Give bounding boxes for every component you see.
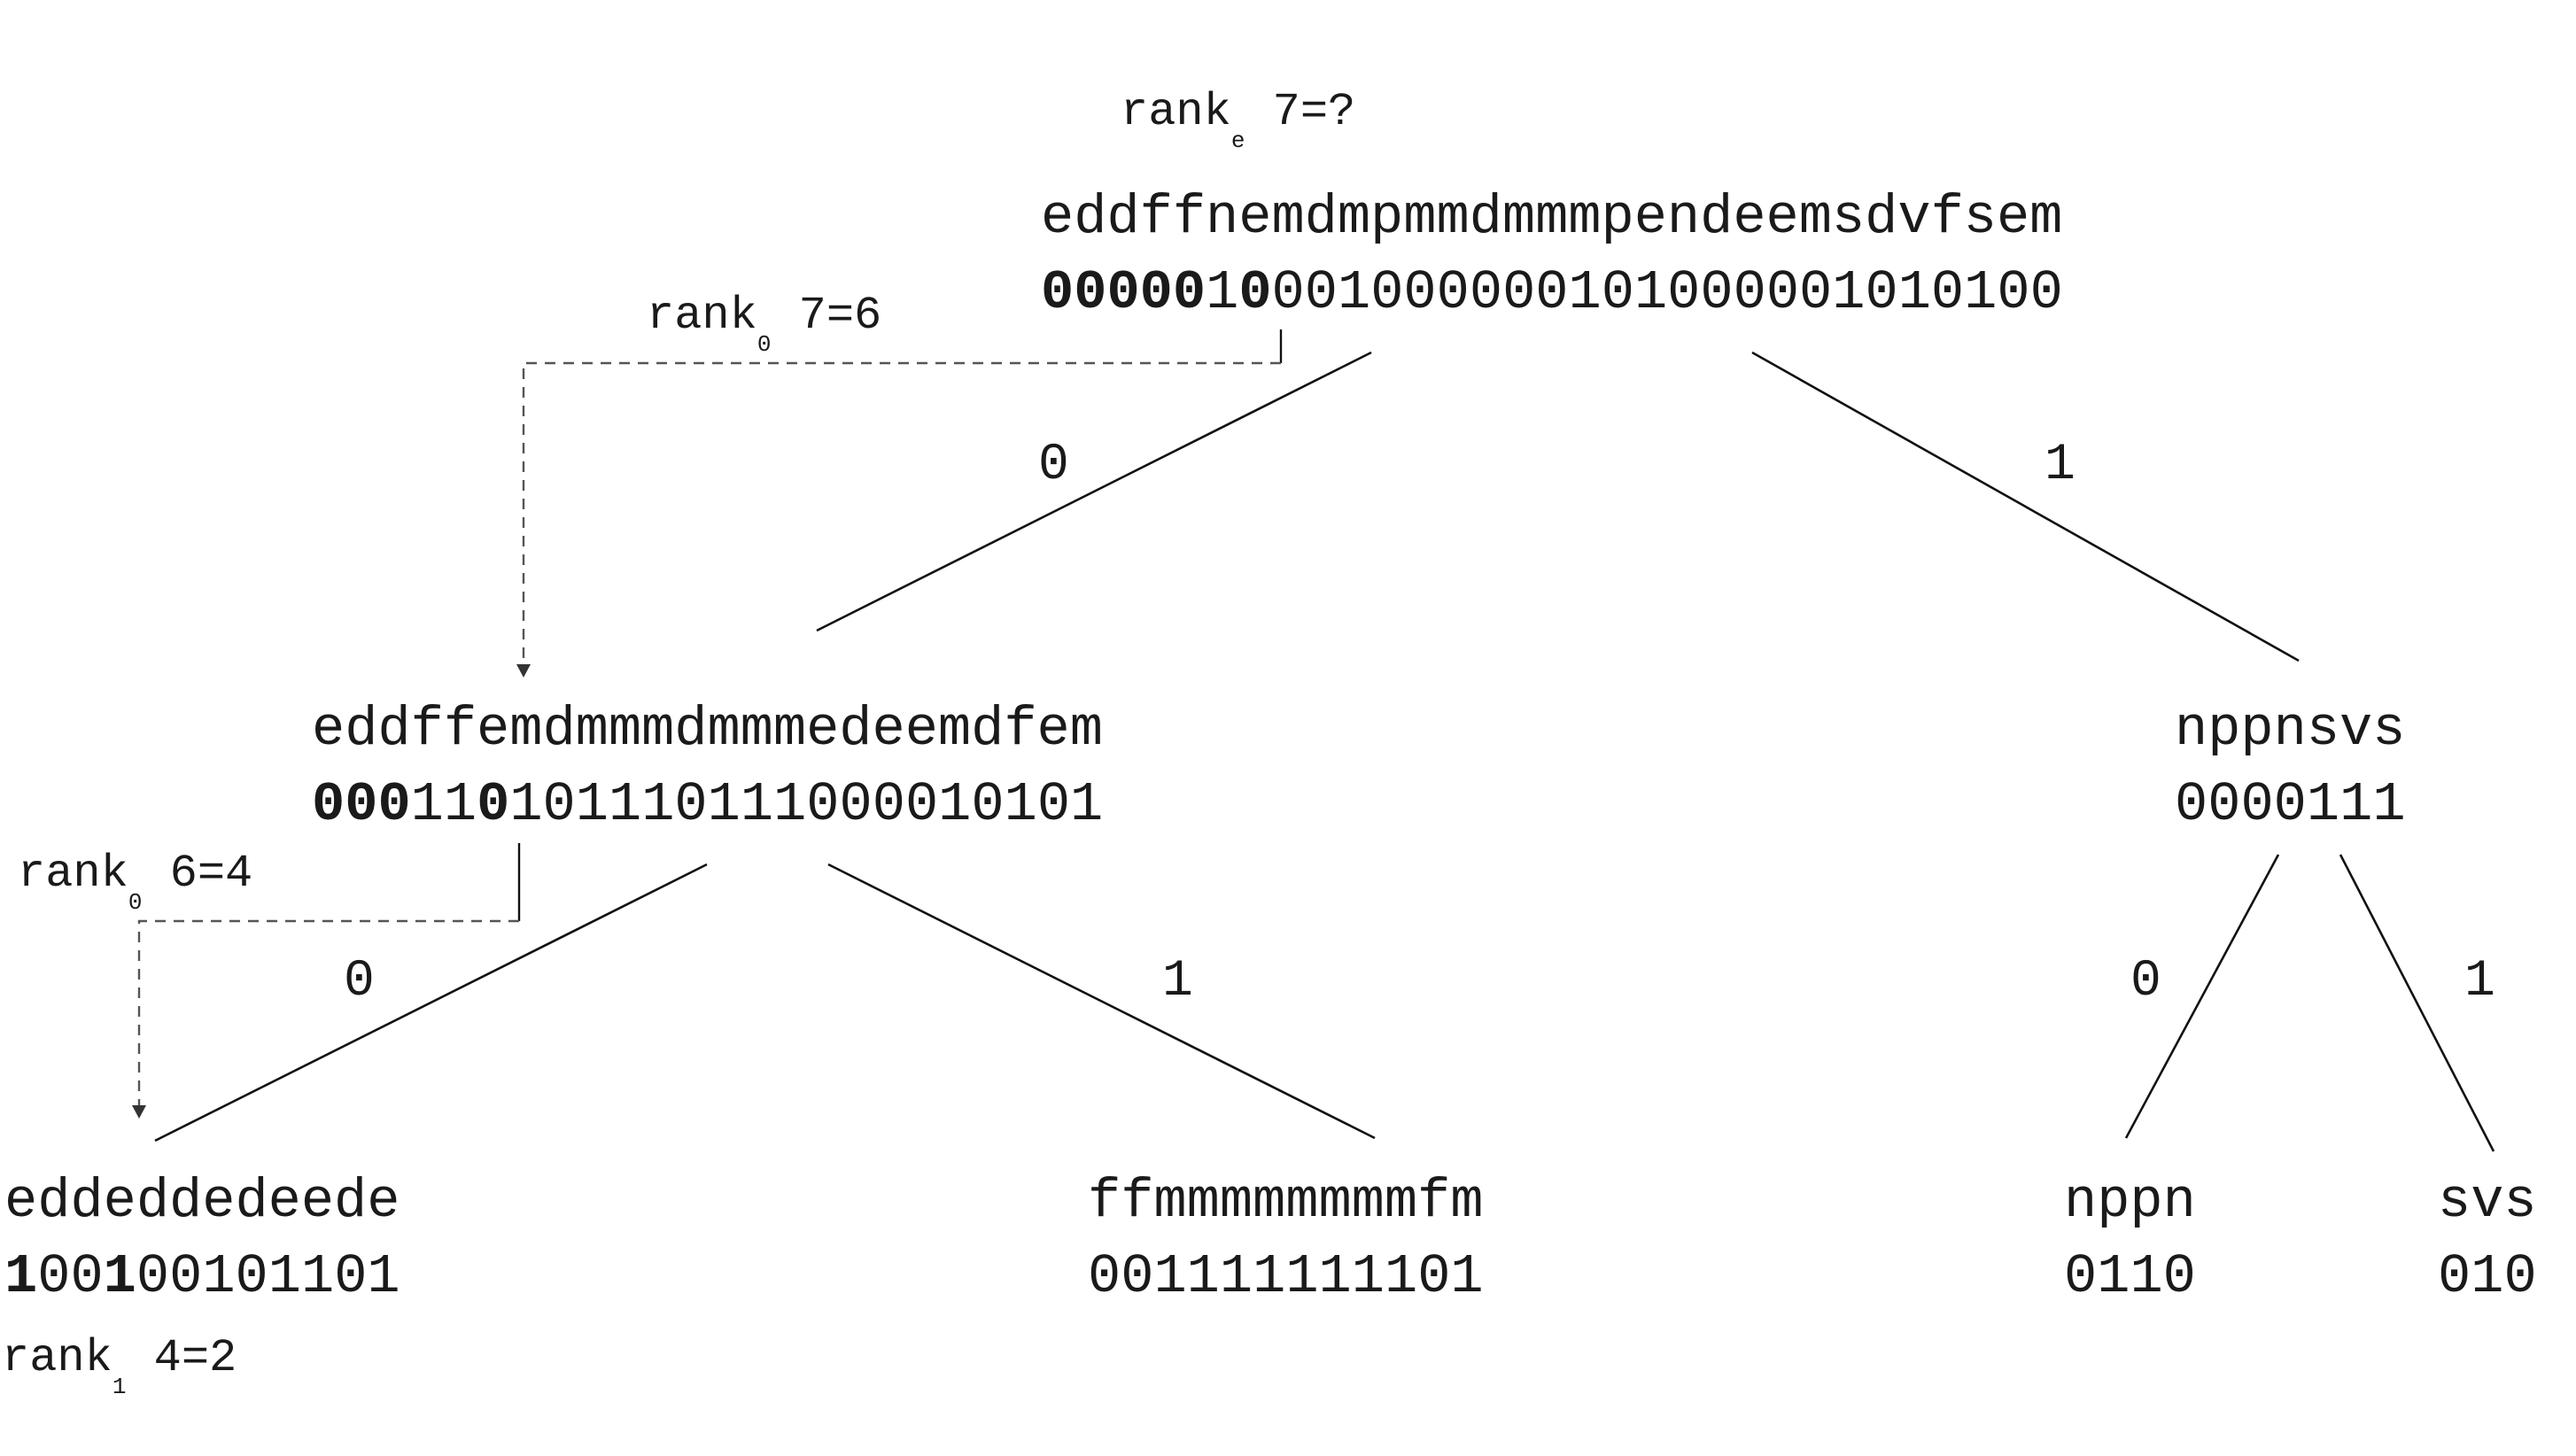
- node-01-sequence: ffmmmmmmmmfm: [1088, 1170, 1483, 1233]
- rank-pointer-arrowhead-0: [132, 1105, 146, 1119]
- node-root-sequence: eddffnemdmpmmdmmmpendeemsdvfsem: [1041, 186, 2062, 249]
- edge-0-to-00: [154, 863, 708, 1142]
- node-0: eddffemdmmmdmmmedeemdfem 000110101110111…: [312, 698, 1103, 836]
- rank-step-3-label: rank1 4=2: [2, 1332, 237, 1400]
- rank-step-1-label: rank0 7=6: [647, 290, 881, 358]
- node-0-sequence: eddffemdmmmdmmmedeemdfem: [312, 698, 1103, 761]
- edge-1-to-11: [2339, 854, 2495, 1152]
- edge-label-0-0: 0: [344, 953, 375, 1011]
- edge-0-to-01: [827, 863, 1376, 1140]
- node-1-bitvector: 0000111: [2175, 773, 2406, 836]
- node-01: ffmmmmmmmmfm 001111111101: [1088, 1170, 1484, 1308]
- node-1-sequence: nppnsvs: [2175, 698, 2405, 761]
- node-10-sequence: nppn: [2064, 1170, 2196, 1233]
- rank-pointer-arrowhead-root: [516, 664, 531, 678]
- node-1: nppnsvs 0000111: [2175, 698, 2406, 836]
- edge-root-to-1: [1751, 351, 2300, 662]
- rank-query-label: ranke 7=?: [1121, 86, 1355, 154]
- node-11: svs 010: [2438, 1170, 2537, 1308]
- node-root: eddffnemdmpmmdmmmpendeemsdvfsem 00000100…: [1041, 186, 2063, 324]
- node-10: nppn 0110: [2064, 1170, 2196, 1308]
- node-root-bitvector: 0000010001000000101000001010100: [1041, 261, 2063, 324]
- rank-pointer-root-to-0: [522, 361, 1281, 666]
- node-01-bitvector: 001111111101: [1088, 1245, 1484, 1308]
- node-11-bitvector: 010: [2438, 1245, 2537, 1308]
- node-10-bitvector: 0110: [2064, 1245, 2196, 1308]
- edge-root-to-0: [816, 351, 1372, 632]
- rank-step-2-label: rank0 6=4: [18, 848, 252, 916]
- edge-1-to-10: [2124, 854, 2280, 1139]
- edge-label-1-1: 1: [2464, 953, 2495, 1011]
- edge-label-0-1: 1: [1162, 953, 1193, 1011]
- node-00-sequence: eddeddedeede: [4, 1170, 400, 1233]
- node-00-bitvector: 100100101101: [4, 1245, 400, 1308]
- edge-label-root-1: 1: [2045, 437, 2076, 494]
- node-11-sequence: svs: [2438, 1170, 2537, 1233]
- edge-label-root-0: 0: [1038, 437, 1069, 494]
- rank-pointer-0-to-00: [137, 919, 519, 1107]
- edge-label-1-0: 0: [2130, 953, 2161, 1011]
- node-0-bitvector: 000110101110111000010101: [312, 773, 1103, 836]
- node-00: eddeddedeede 100100101101: [4, 1170, 400, 1308]
